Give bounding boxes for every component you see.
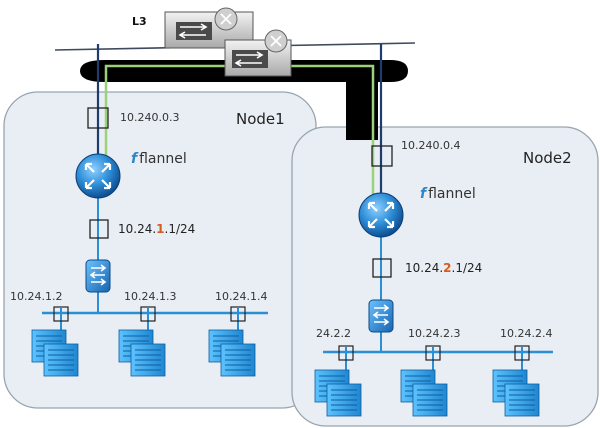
node1-subnet-prefix: 10.24. xyxy=(118,222,157,236)
node1-subnet: 10.24.1.1/24 xyxy=(118,223,195,235)
node2-pod3-port xyxy=(514,345,530,361)
node2-pod2-ip: 10.24.2.3 xyxy=(408,327,461,340)
node2-subnet-suffix: .1/24 xyxy=(451,261,483,275)
node2-subnet-octet: 2 xyxy=(443,261,452,275)
node1-host-ip: 10.240.0.3 xyxy=(120,111,180,124)
node1-flannel-text: flannel xyxy=(139,151,187,167)
l3-router-2-icon xyxy=(224,29,292,77)
node1-pod1-port xyxy=(53,306,69,322)
node2-title: Node2 xyxy=(523,149,572,167)
node2-host-ip: 10.240.0.4 xyxy=(401,139,461,152)
flannel-logo-icon: f xyxy=(420,186,427,202)
node1-bridge-switch-icon xyxy=(85,259,111,293)
node2-flannel-port xyxy=(372,258,392,278)
node2-bridge-switch-icon xyxy=(368,299,394,333)
node1-title: Node1 xyxy=(236,110,285,128)
node1-pod2-ip: 10.24.1.3 xyxy=(124,290,177,303)
node2-eth0-port xyxy=(371,145,393,167)
flannel-logo-icon: f xyxy=(131,151,138,167)
node1-pod3-port xyxy=(230,306,246,322)
node2-pod1-ip: 24.2.2 xyxy=(316,327,351,340)
node1-subnet-suffix: .1/24 xyxy=(164,222,196,236)
node1-eth0-port xyxy=(87,107,109,129)
l3-label: L3 xyxy=(132,15,147,28)
node1-flannel-port xyxy=(89,219,109,239)
node2-flannel-text: flannel xyxy=(428,186,476,202)
node1-router-icon xyxy=(74,152,122,200)
node1-subnet-octet: 1 xyxy=(156,222,165,236)
node2-pod2-port xyxy=(425,345,441,361)
node2-pod3-ip: 10.24.2.4 xyxy=(500,327,553,340)
node1-pod1-ip: 10.24.1.2 xyxy=(10,290,63,303)
node1-pod3-ip: 10.24.1.4 xyxy=(215,290,268,303)
node1-pod2-port xyxy=(140,306,156,322)
node2-router-icon xyxy=(357,191,405,239)
node2-subnet: 10.24.2.1/24 xyxy=(405,262,482,274)
node2-subnet-prefix: 10.24. xyxy=(405,261,444,275)
node2-pod1-port xyxy=(338,345,354,361)
